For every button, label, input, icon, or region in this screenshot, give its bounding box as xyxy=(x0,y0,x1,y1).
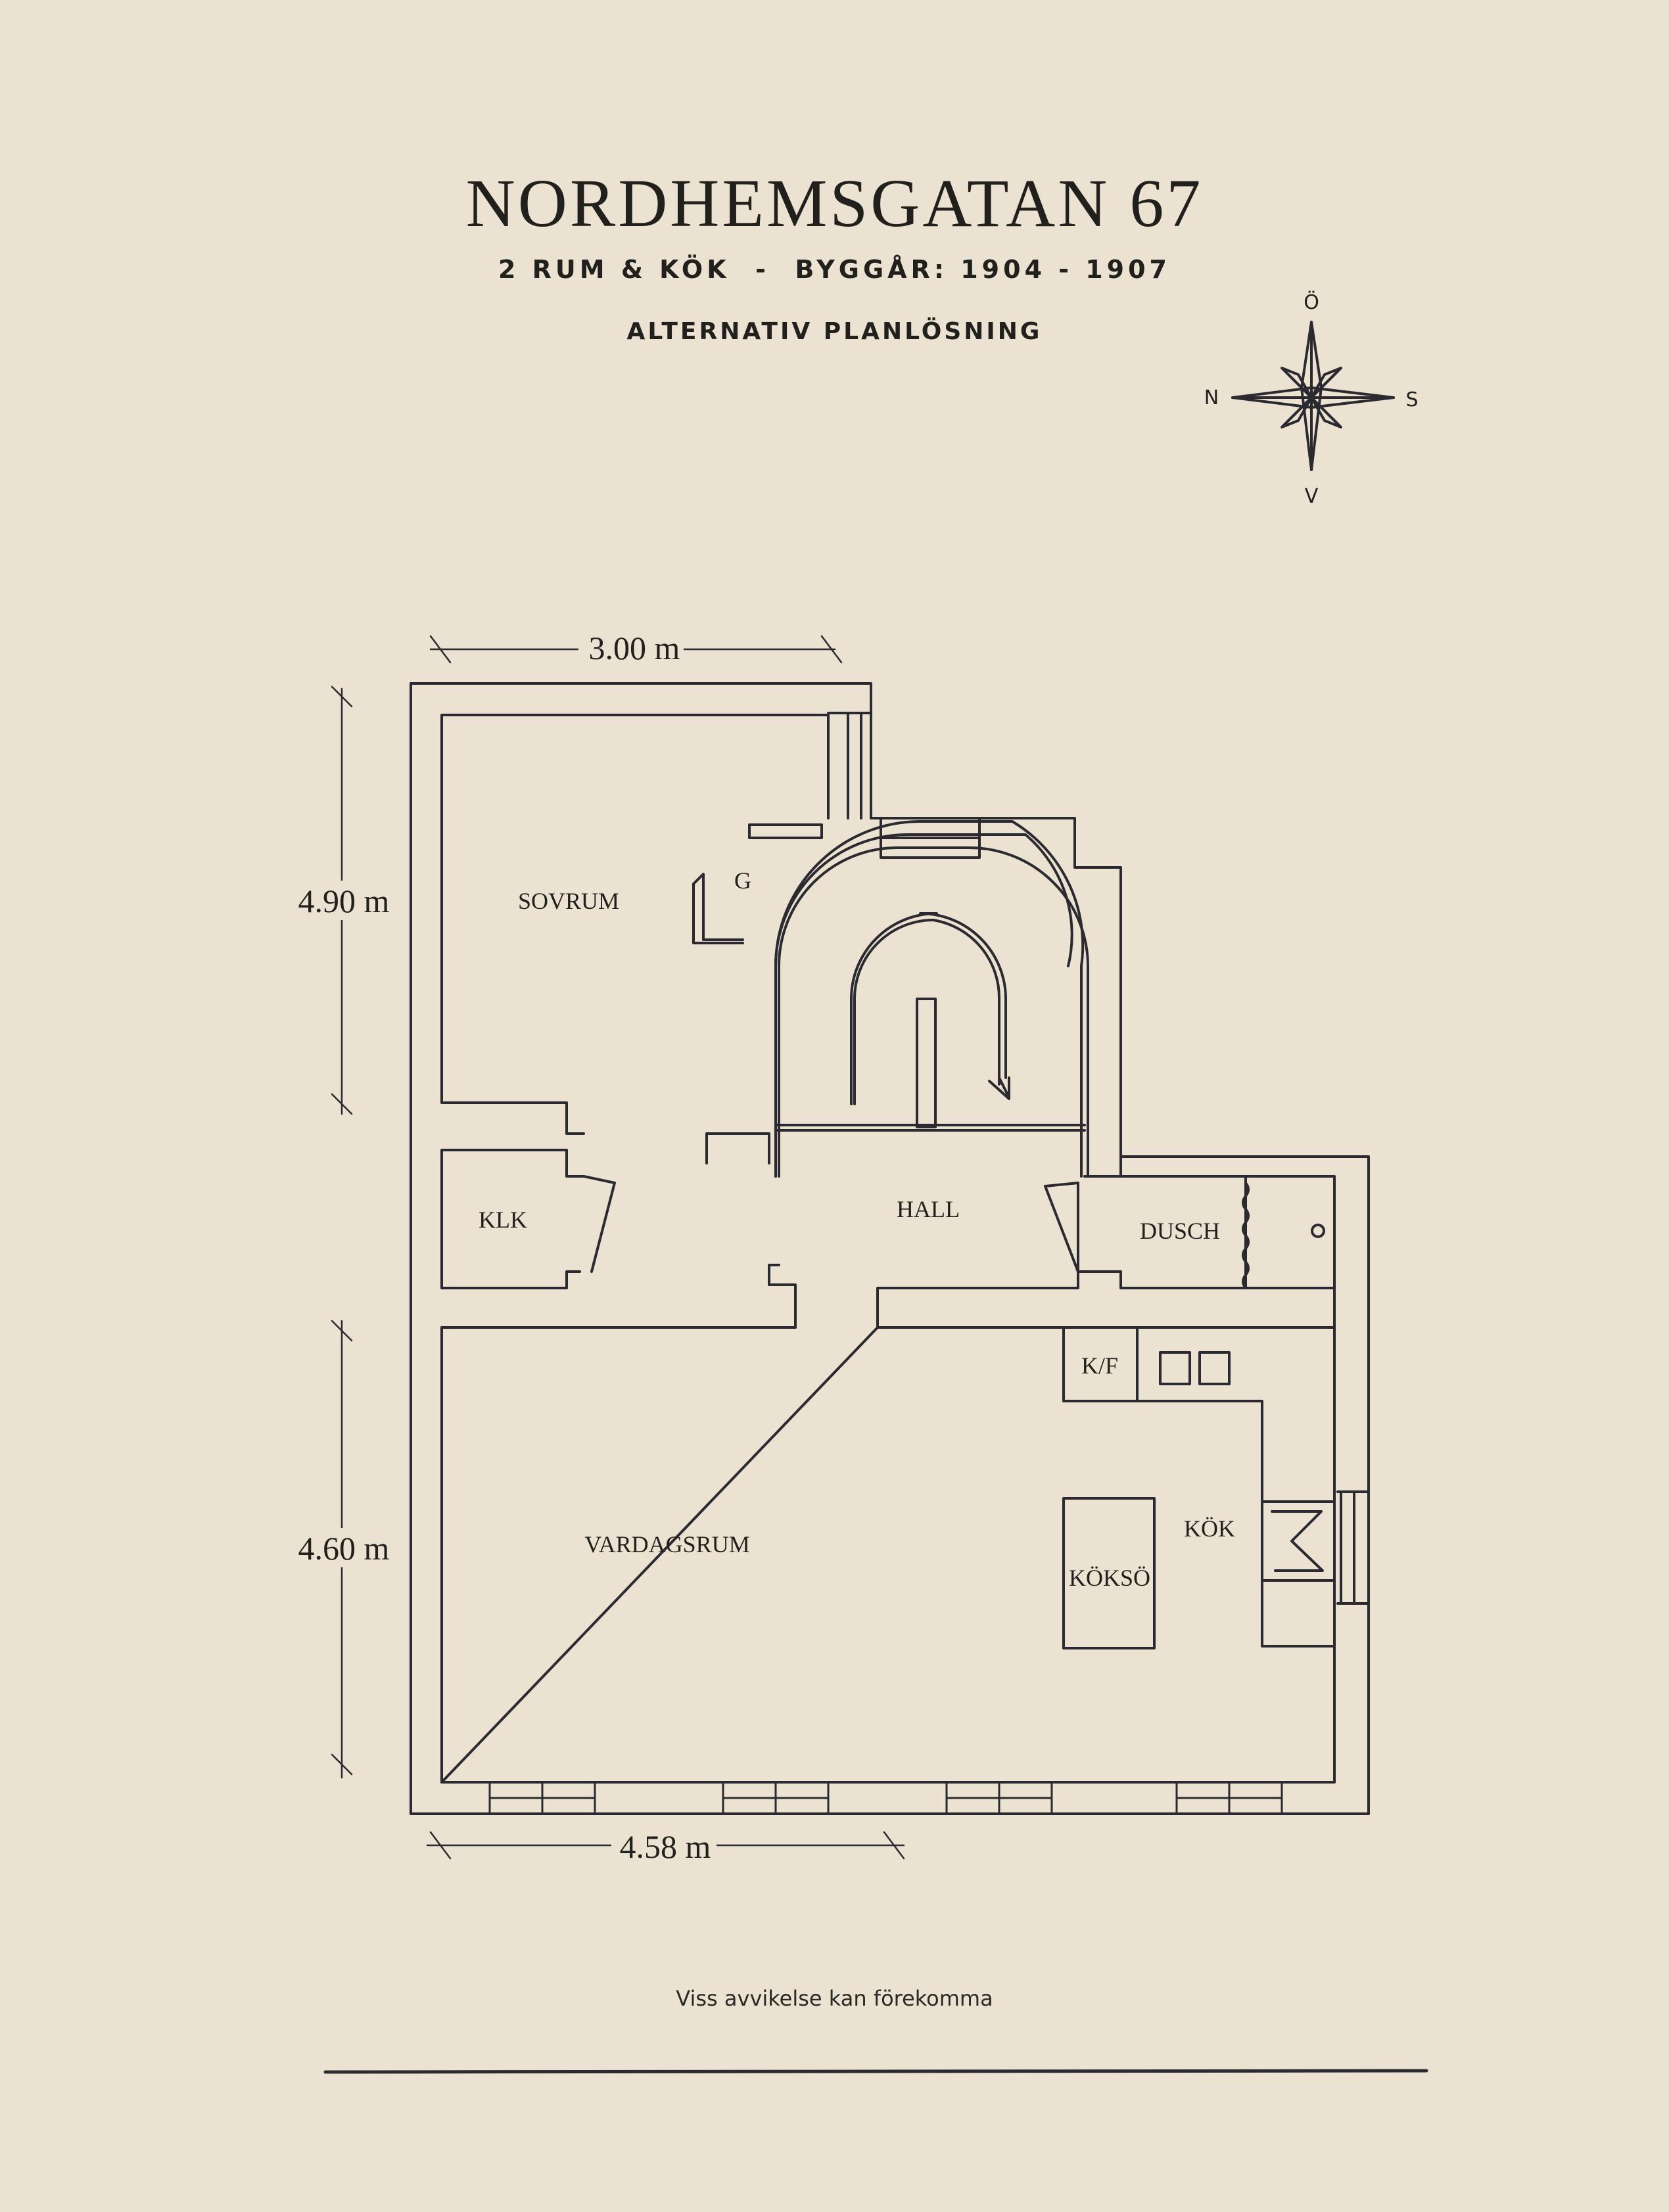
dimension-bottom: 4.58 m xyxy=(620,1828,711,1865)
room-label-kf: K/F xyxy=(1081,1352,1118,1379)
dimension-top: 3.00 m xyxy=(589,630,680,666)
room-label-vardagsrum: VARDAGSRUM xyxy=(584,1531,749,1557)
compass-label-west: N xyxy=(1204,386,1219,409)
compass-label-east: S xyxy=(1405,388,1418,411)
disclaimer-text: Viss avvikelse kan förekomma xyxy=(676,1986,993,2011)
room-label-g: G xyxy=(734,867,751,894)
page-title: NORDHEMSGATAN 67 xyxy=(465,166,1204,241)
room-label-sovrum: SOVRUM xyxy=(518,888,619,914)
plan-variant-label: ALTERNATIV PLANLÖSNING xyxy=(626,318,1043,345)
dimension-left-lower: 4.60 m xyxy=(298,1530,390,1567)
room-label-dusch: DUSCH xyxy=(1140,1218,1220,1244)
room-label-klk: KLK xyxy=(479,1207,527,1233)
compass-label-south: V xyxy=(1305,485,1319,508)
compass-label-north: Ö xyxy=(1304,290,1319,314)
room-label-kok: KÖK xyxy=(1184,1515,1235,1542)
room-label-hall: HALL xyxy=(897,1196,960,1222)
room-label-kokso: KÖKSÖ xyxy=(1069,1565,1150,1591)
compass-icon xyxy=(1231,321,1395,471)
dimension-left-upper: 4.90 m xyxy=(298,883,390,919)
page-subtitle: 2 RUM & KÖK - BYGGÅR: 1904 - 1907 xyxy=(498,255,1171,284)
